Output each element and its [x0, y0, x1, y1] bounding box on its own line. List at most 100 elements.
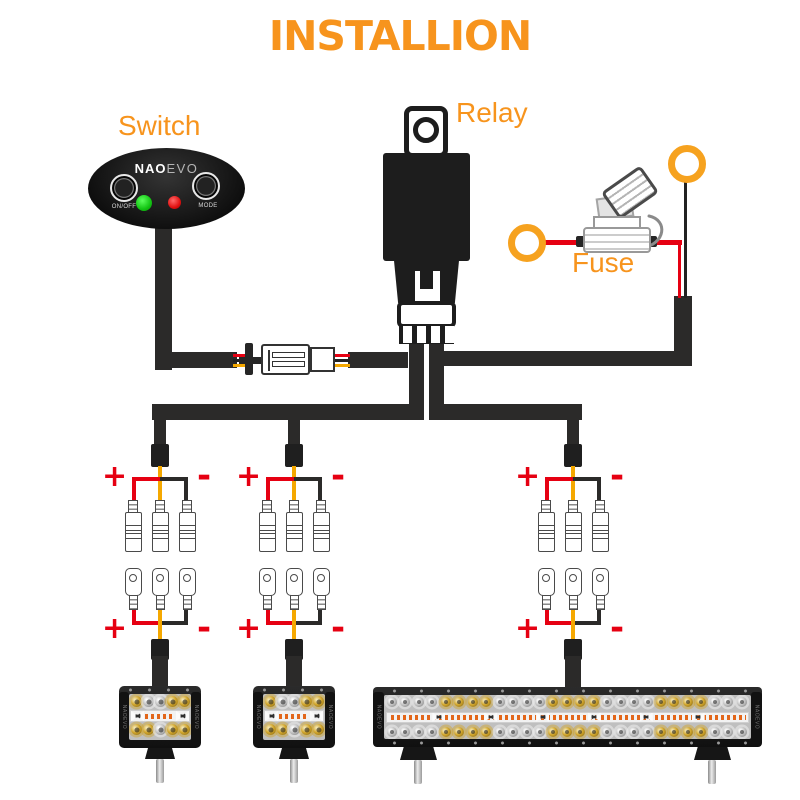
white-led-icon: [387, 697, 397, 707]
reflector-strip: [264, 710, 324, 722]
connector-band: [564, 525, 582, 531]
terminal-blade: [285, 568, 303, 596]
terminal-crimp: [289, 595, 299, 610]
negative-wire-top-h: [573, 477, 601, 481]
led-center: [685, 730, 690, 734]
amber-led-icon: [561, 727, 572, 737]
led-center: [304, 699, 309, 704]
reflector-bowtie-icon: [484, 712, 498, 722]
reflector-bowtie-icon: [432, 712, 446, 722]
mode-button[interactable]: [192, 172, 220, 200]
led-center: [443, 700, 448, 704]
led-center: [645, 730, 650, 734]
led-center: [484, 700, 489, 704]
bowtie-center-dot: [695, 713, 701, 721]
led-center: [551, 730, 556, 734]
connector-thin-red-wire: [233, 354, 249, 357]
terminal-crimp: [595, 595, 605, 610]
led-center: [158, 699, 163, 704]
white-led-icon: [413, 697, 424, 707]
heat-shrink-top: [564, 444, 582, 467]
negative-wire-top-v: [184, 477, 188, 501]
negative-wire-bottom-h: [296, 621, 322, 625]
on-off-button[interactable]: [110, 174, 138, 202]
terminal-crimp: [155, 595, 165, 610]
connector-to-relay-wire: [348, 352, 408, 368]
yellow-wire-top: [571, 466, 575, 501]
terminal-crimp: [316, 595, 326, 610]
terminal-hole: [542, 574, 550, 582]
led-center: [699, 700, 704, 704]
amber-led-icon: [454, 697, 465, 707]
positive-wire-top-v: [132, 477, 136, 501]
terminal-crimp: [262, 595, 272, 610]
female-bullet-connector-icon: [124, 500, 142, 552]
relay-socket-tab: [420, 271, 433, 289]
led-center: [726, 730, 731, 734]
ring-terminal-icon: [668, 145, 706, 183]
white-led-icon: [494, 727, 505, 737]
relay-mounting-hole-icon: [413, 117, 439, 143]
led-center: [524, 700, 529, 704]
led-center: [316, 727, 321, 732]
amber-dash-band: [279, 713, 309, 719]
led-center: [416, 730, 421, 734]
terminal-hole: [129, 574, 137, 582]
led-center: [268, 699, 273, 704]
positive-wire-top-h: [132, 477, 160, 481]
minus-label: -: [330, 608, 346, 648]
amber-led-icon: [179, 724, 190, 735]
pod-brand-text: NAOEVO: [327, 704, 333, 730]
switch-wire-vertical: [155, 224, 172, 370]
fuse-holder-left-nub: [576, 236, 585, 247]
positive-wire-top-h: [266, 477, 294, 481]
terminal-hole: [569, 574, 577, 582]
amber-led-icon: [167, 696, 178, 707]
connector-band: [124, 533, 142, 539]
branch-drop-wire: [288, 418, 300, 447]
bar-bottom-screws: [381, 740, 754, 746]
bar-mount-bolt: [708, 760, 716, 784]
white-led-icon: [494, 697, 505, 707]
led-center: [645, 700, 650, 704]
minus-label: -: [330, 456, 346, 496]
led-center: [685, 700, 690, 704]
male-spade-terminal-icon: [124, 568, 142, 610]
pod-mount-bolt: [290, 759, 298, 783]
amber-led-icon: [454, 727, 465, 737]
bar-brand-text: NAOEVO: [375, 704, 382, 730]
led-center: [739, 730, 744, 734]
amber-led-icon: [131, 696, 142, 707]
connector-body: [151, 512, 169, 552]
pod-brand-text: NAOEVO: [121, 704, 127, 730]
minus-label: -: [196, 456, 212, 496]
connector-body: [591, 512, 609, 552]
switch-brand-bold: NAO: [134, 161, 167, 176]
pod-brand-text: NAOEVO: [255, 704, 261, 730]
light-feed-wire: [152, 656, 168, 690]
switch-label: Switch: [118, 110, 201, 141]
connector-thin-black-wire: [335, 359, 350, 362]
male-spade-terminal-icon: [178, 568, 196, 610]
led-center: [304, 727, 309, 732]
white-led-icon: [521, 727, 532, 737]
amber-led-icon: [179, 696, 190, 707]
plug-connector: [230, 338, 355, 378]
led-center: [457, 700, 462, 704]
amber-led-icon: [440, 727, 451, 737]
connector-male-housing: [261, 344, 310, 375]
harness-branch-2: +-+-: [234, 418, 354, 690]
terminal-hole: [290, 574, 298, 582]
reflector-bowtie-icon: [131, 711, 144, 721]
connector-thin-yellow-wire: [335, 364, 350, 367]
terminal-crimp: [541, 595, 551, 610]
female-bullet-connector-icon: [151, 500, 169, 552]
negative-wire-top-v: [597, 477, 601, 501]
terminal-blade: [124, 568, 142, 596]
white-led-icon: [534, 727, 545, 737]
white-led-icon: [427, 697, 438, 707]
white-led-icon: [143, 696, 154, 707]
white-led-icon: [413, 727, 424, 737]
led-center: [564, 730, 569, 734]
led-center: [470, 700, 475, 704]
